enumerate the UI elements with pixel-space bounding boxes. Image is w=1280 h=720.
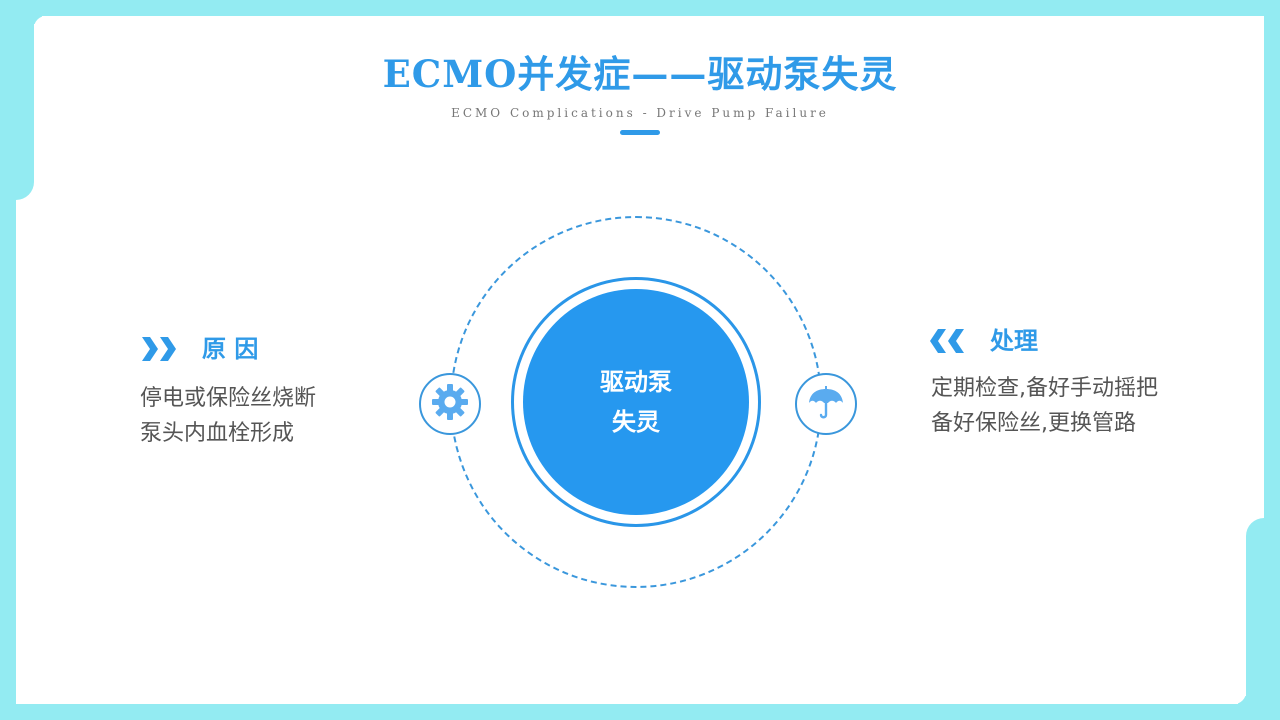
- double-chevron-right-icon: [140, 335, 180, 363]
- treatment-node: [795, 373, 857, 435]
- title-underline: [620, 130, 660, 135]
- treatment-list: 定期检查,备好手动摇把 备好保险丝,更换管路: [931, 371, 1158, 441]
- slide-subtitle: ECMO Complications - Drive Pump Failure: [451, 106, 829, 120]
- frame-tab-left-corner: [34, 16, 50, 32]
- center-label-line2: 失灵: [612, 408, 660, 436]
- frame-tab-left: [16, 16, 34, 200]
- center-label-line1: 驱动泵: [600, 368, 672, 396]
- cause-heading-text: 原 因: [202, 335, 259, 363]
- gear-icon: [430, 382, 470, 426]
- cause-line: 泵头内血栓形成: [140, 421, 295, 446]
- frame-tab-right-corner: [1230, 688, 1246, 704]
- cause-node: [419, 373, 481, 435]
- umbrella-icon: [806, 382, 846, 426]
- double-chevron-left-icon: [928, 327, 968, 355]
- cause-list: 停电或保险丝烧断 泵头内血栓形成: [140, 381, 316, 451]
- cause-heading: 原 因: [140, 333, 258, 365]
- frame-tab-right: [1246, 518, 1264, 704]
- cause-line: 停电或保险丝烧断: [140, 386, 317, 411]
- treatment-heading: 处理: [928, 325, 1038, 357]
- center-circle: 驱动泵 失灵: [523, 289, 749, 515]
- slide-title: ECMO并发症——驱动泵失灵: [382, 52, 898, 96]
- treatment-heading-text: 处理: [990, 327, 1038, 355]
- treatment-line: 定期检查,备好手动摇把: [931, 376, 1158, 401]
- treatment-line: 备好保险丝,更换管路: [931, 411, 1136, 436]
